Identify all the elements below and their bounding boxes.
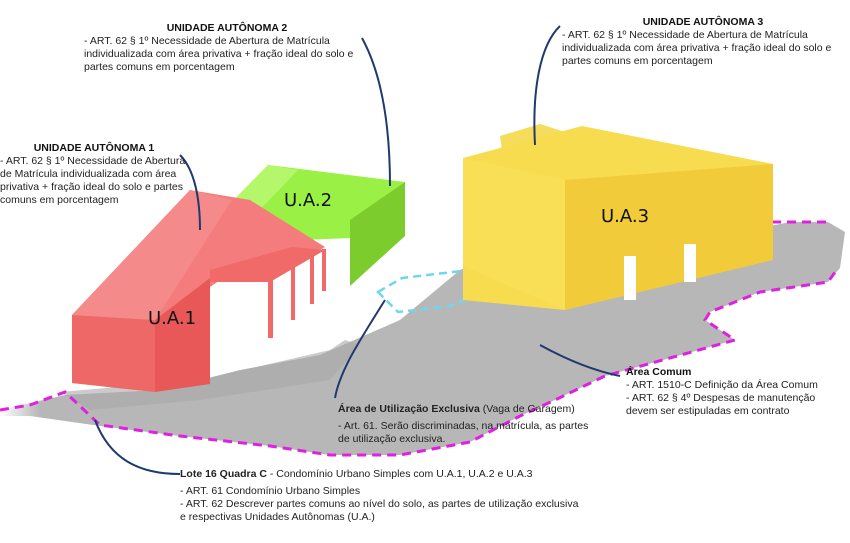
ua1-block: [72, 190, 326, 392]
area-exclusiva-suffix: (Vaga de Garagem): [479, 403, 575, 415]
lot-boundary: [0, 267, 840, 457]
leader-ua3: [533, 25, 561, 146]
parking-outline: [375, 268, 497, 314]
lote-line2: - ART. 62 Descrever partes comuns ao nív…: [180, 498, 579, 523]
ground-shadow: [60, 340, 360, 410]
lote-title: Lote 16 Quadra C: [180, 468, 267, 480]
area-comum-title: Área Comum: [626, 366, 692, 378]
area-exclusiva-annotation: Área de Utilização Exclusiva (Vaga de Ga…: [338, 403, 600, 446]
ua2-block-label: U.A.2: [284, 190, 332, 211]
ua3-text: - ART. 62 § 1º Necessidade de Abertura d…: [562, 29, 832, 67]
leader-lines: [94, 25, 621, 475]
leader-exclusiva: [334, 299, 386, 399]
ua3-block: [463, 124, 773, 310]
leader-ua2: [361, 37, 391, 187]
ua1-door: [214, 284, 226, 346]
ua1-text: - ART. 62 § 1º Necessidade de Abertura d…: [0, 155, 186, 206]
area-comum-line1: - ART. 1510-C Definição da Área Comum: [626, 379, 818, 391]
ua3-annotation: UNIDADE AUTÔNOMA 3 - ART. 62 § 1º Necess…: [562, 16, 844, 68]
ua2-title: UNIDADE AUTÔNOMA 2: [166, 22, 288, 34]
area-exclusiva-title: Área de Utilização Exclusiva: [338, 403, 480, 415]
ua3-door-left: [624, 256, 636, 300]
ua2-text: - ART. 62 § 1º Necessidade de Abertura d…: [84, 35, 354, 73]
ua3-title: UNIDADE AUTÔNOMA 3: [642, 16, 764, 28]
leader-comum: [539, 344, 621, 377]
ua2-annotation: UNIDADE AUTÔNOMA 2 - ART. 62 § 1º Necess…: [84, 22, 370, 74]
leader-lote: [94, 419, 181, 475]
lote-suffix: - Condomínio Urbano Simples com U.A.1, U…: [266, 468, 533, 480]
leader-ua1: [179, 154, 201, 231]
area-exclusiva-line1: - Art. 61. Serão discriminadas, na matrí…: [338, 420, 589, 445]
area-comum-line2: - ART. 62 § 4º Despesas de manutenção de…: [626, 392, 816, 417]
ua1-block-label: U.A.1: [148, 308, 196, 329]
lote-annotation: Lote 16 Quadra C - Condomínio Urbano Sim…: [180, 468, 580, 524]
area-comum-annotation: Área Comum - ART. 1510-C Definição da Ár…: [626, 366, 848, 418]
ua3-door-right: [684, 244, 696, 282]
ua1-annotation: UNIDADE AUTÔNOMA 1 - ART. 62 § 1º Necess…: [0, 142, 188, 207]
area-exclusiva-heading: Área de Utilização Exclusiva (Vaga de Ga…: [338, 403, 600, 416]
lote-heading: Lote 16 Quadra C - Condomínio Urbano Sim…: [180, 468, 580, 481]
lote-line1: - ART. 61 Condomínio Urbano Simples: [180, 485, 361, 497]
ua1-title: UNIDADE AUTÔNOMA 1: [33, 142, 155, 154]
ua3-block-label: U.A.3: [601, 206, 649, 227]
